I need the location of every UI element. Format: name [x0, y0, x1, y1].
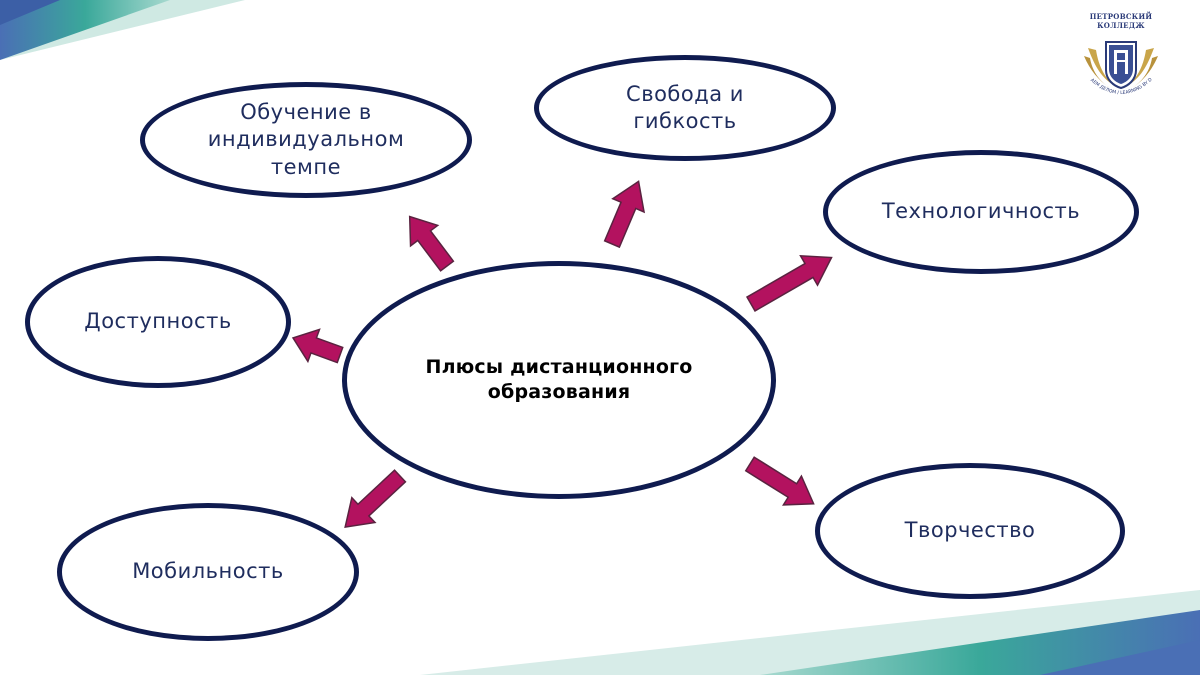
bottom-right-band-teal — [760, 610, 1200, 675]
center-node-line2: образования — [487, 381, 631, 403]
node-accessibility-line1: Доступность — [84, 309, 232, 334]
node-individual-pace-line2: индивидуальном — [207, 127, 405, 152]
node-individual-pace: Обучение в индивидуальном темпе — [140, 82, 472, 198]
top-left-band-dark — [0, 0, 60, 25]
logo-title-line2: КОЛЛЕДЖ — [1097, 21, 1145, 30]
node-freedom-line2: гибкость — [633, 109, 737, 133]
node-technology-line1: Технологичность — [881, 199, 1081, 224]
center-node-line1: Плюсы дистанционного — [425, 356, 693, 379]
node-creativity-line1: Творчество — [904, 518, 1036, 543]
node-individual-pace-line3: темпе — [270, 154, 342, 179]
top-left-band-teal — [0, 0, 170, 60]
node-mobility: Мобильность — [57, 503, 359, 641]
bottom-right-band-dark — [1040, 640, 1200, 675]
node-technology: Технологичность — [823, 150, 1139, 274]
logo-title-line1: ПЕТРОВСКИЙ — [1089, 12, 1153, 21]
node-mobility-line1: Мобильность — [132, 559, 284, 584]
node-freedom: Свобода и гибкость — [534, 55, 836, 161]
node-accessibility: Доступность — [25, 256, 291, 388]
center-node: Плюсы дистанционного образования — [342, 261, 776, 499]
node-individual-pace-line1: Обучение в — [240, 100, 372, 125]
logo-emblem-icon: ОБУЧАЕМ ДЕЛОМ / LEARNING BY DOING — [1080, 28, 1158, 96]
college-logo: ПЕТРОВСКИЙ КОЛЛЕДЖ ОБУЧАЕМ ДЕЛОМ / LEARN… — [1080, 8, 1162, 108]
node-creativity: Творчество — [815, 463, 1125, 599]
node-freedom-line1: Свобода и — [626, 81, 744, 106]
